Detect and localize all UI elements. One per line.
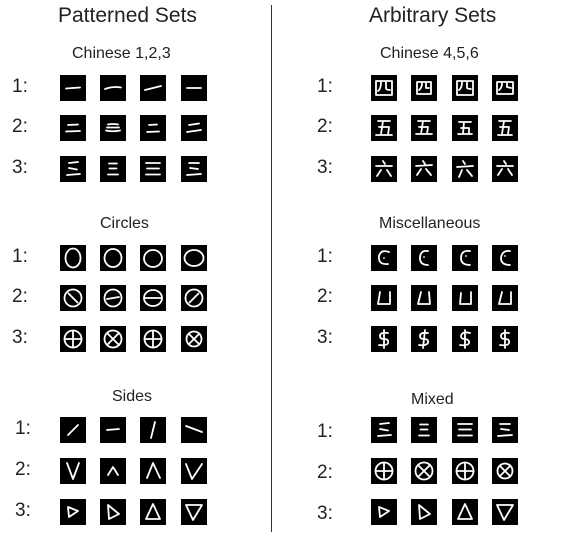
chinese-three-icon xyxy=(140,156,166,182)
row-label: 3: xyxy=(15,500,31,521)
line-icon xyxy=(100,417,126,443)
caret-icon xyxy=(100,458,126,484)
chinese-two-icon xyxy=(181,115,207,141)
square-bracket-icon xyxy=(371,285,397,311)
row-label: 2: xyxy=(15,459,31,480)
heading-patterned-sets: Patterned Sets xyxy=(58,4,197,27)
row-label: 1: xyxy=(317,76,333,97)
chinese-six-icon xyxy=(452,156,478,182)
circle-with-cross-icon xyxy=(411,458,437,484)
chinese-five-icon xyxy=(492,115,518,141)
c-with-dot-icon xyxy=(371,245,397,271)
row-label: 1: xyxy=(317,246,333,267)
chinese-three-icon xyxy=(452,417,478,443)
section-title-circles: Circles xyxy=(100,215,149,232)
square-bracket-icon xyxy=(411,285,437,311)
chinese-one-icon xyxy=(100,75,126,101)
c-with-dot-icon xyxy=(411,245,437,271)
section-title-sides: Sides xyxy=(112,388,153,405)
triangle-icon xyxy=(492,499,518,525)
chinese-three-icon xyxy=(100,156,126,182)
square-bracket-icon xyxy=(492,285,518,311)
caret-icon xyxy=(140,458,166,484)
row-label: 1: xyxy=(12,76,28,97)
row-label: 2: xyxy=(317,462,333,483)
chinese-three-icon xyxy=(181,156,207,182)
row-label: 2: xyxy=(12,286,28,307)
circle-with-line-icon xyxy=(181,285,207,311)
circle-icon xyxy=(140,245,166,271)
chinese-three-icon xyxy=(60,156,86,182)
section-title-chinese-123: Chinese 1,2,3 xyxy=(72,45,171,62)
circle-with-cross-icon xyxy=(140,326,166,352)
row-label: 3: xyxy=(12,157,28,178)
chinese-one-icon xyxy=(140,75,166,101)
chinese-two-icon xyxy=(60,115,86,141)
triangle-icon xyxy=(140,499,166,525)
circle-with-cross-icon xyxy=(181,326,207,352)
triangle-icon xyxy=(371,499,397,525)
section-title-miscellaneous: Miscellaneous xyxy=(379,215,481,232)
square-bracket-icon xyxy=(452,285,478,311)
chinese-six-icon xyxy=(492,156,518,182)
circle-icon xyxy=(100,245,126,271)
circle-with-cross-icon xyxy=(371,458,397,484)
section-title-chinese-456: Chinese 4,5,6 xyxy=(380,45,479,62)
chinese-four-icon xyxy=(371,75,397,101)
circle-with-line-icon xyxy=(60,285,86,311)
dollar-icon xyxy=(492,326,518,352)
chinese-three-icon xyxy=(411,417,437,443)
c-with-dot-icon xyxy=(492,245,518,271)
chinese-two-icon xyxy=(100,115,126,141)
row-label: 3: xyxy=(317,327,333,348)
chinese-four-icon xyxy=(411,75,437,101)
row-label: 3: xyxy=(12,327,28,348)
circle-with-line-icon xyxy=(140,285,166,311)
chinese-six-icon xyxy=(411,156,437,182)
page-divider xyxy=(271,5,272,532)
triangle-icon xyxy=(60,499,86,525)
dollar-icon xyxy=(452,326,478,352)
triangle-icon xyxy=(100,499,126,525)
circle-with-cross-icon xyxy=(492,458,518,484)
triangle-icon xyxy=(181,499,207,525)
chinese-one-icon xyxy=(181,75,207,101)
line-icon xyxy=(60,417,86,443)
circle-with-cross-icon xyxy=(100,326,126,352)
chinese-one-icon xyxy=(60,75,86,101)
dollar-icon xyxy=(371,326,397,352)
chinese-two-icon xyxy=(140,115,166,141)
row-label: 1: xyxy=(12,246,28,267)
c-with-dot-icon xyxy=(452,245,478,271)
row-label: 1: xyxy=(317,421,333,442)
chinese-four-icon xyxy=(452,75,478,101)
row-label: 3: xyxy=(317,503,333,524)
heading-arbitrary-sets: Arbitrary Sets xyxy=(369,4,497,27)
circle-with-cross-icon xyxy=(60,326,86,352)
circle-icon xyxy=(60,245,86,271)
circle-with-line-icon xyxy=(100,285,126,311)
circle-icon xyxy=(181,245,207,271)
caret-icon xyxy=(181,458,207,484)
triangle-icon xyxy=(411,499,437,525)
row-label: 2: xyxy=(317,286,333,307)
chinese-five-icon xyxy=(371,115,397,141)
section-title-mixed: Mixed xyxy=(411,391,454,408)
line-icon xyxy=(140,417,166,443)
row-label: 2: xyxy=(317,116,333,137)
chinese-four-icon xyxy=(492,75,518,101)
triangle-icon xyxy=(452,499,478,525)
caret-icon xyxy=(60,458,86,484)
line-icon xyxy=(181,417,207,443)
row-label: 3: xyxy=(317,157,333,178)
row-label: 2: xyxy=(12,116,28,137)
chinese-five-icon xyxy=(452,115,478,141)
dollar-icon xyxy=(411,326,437,352)
chinese-three-icon xyxy=(492,417,518,443)
chinese-six-icon xyxy=(371,156,397,182)
row-label: 1: xyxy=(15,418,31,439)
chinese-five-icon xyxy=(411,115,437,141)
circle-with-cross-icon xyxy=(452,458,478,484)
chinese-three-icon xyxy=(371,417,397,443)
